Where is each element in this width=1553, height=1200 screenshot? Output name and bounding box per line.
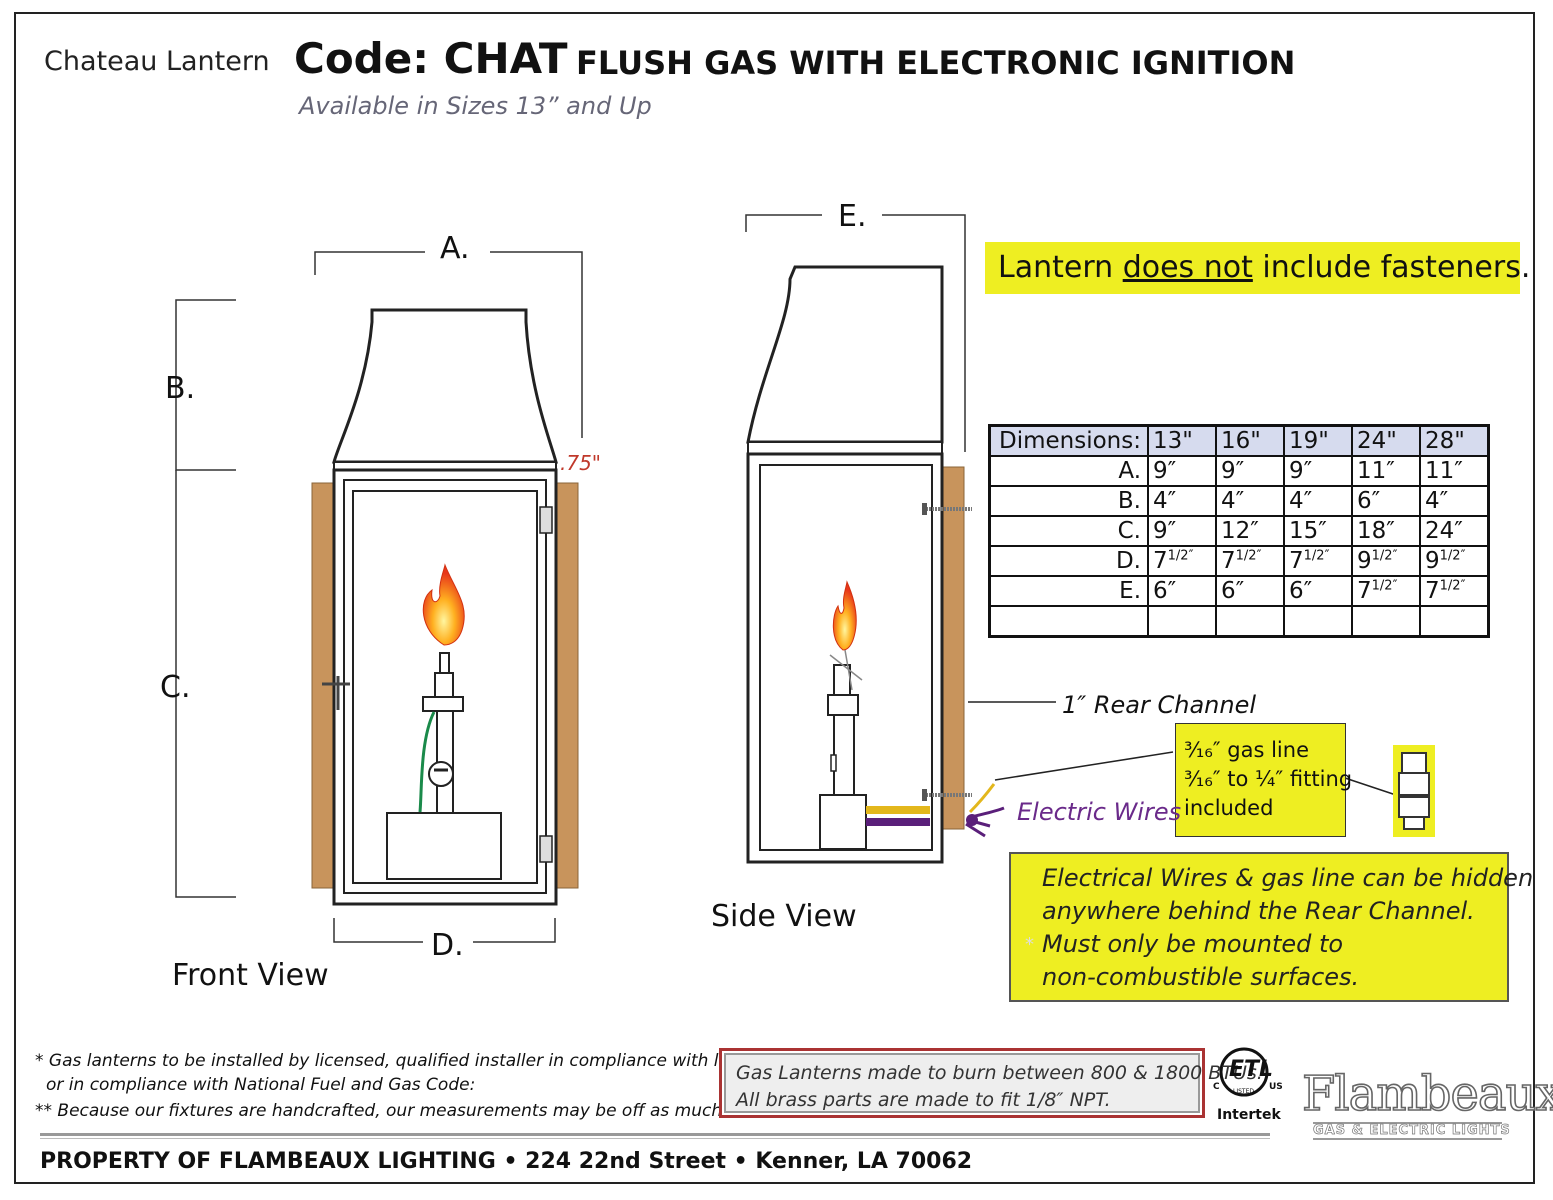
table-row: A. 9″ 9″ 9″ 11″ 11″	[988, 455, 1490, 487]
product-name: Chateau Lantern	[44, 46, 270, 77]
side-hood	[746, 265, 944, 444]
product-code: Code: CHAT	[294, 34, 568, 83]
available-sizes: Available in Sizes 13” and Up	[299, 92, 652, 120]
dimensions-table: Dimensions: 13" 16" 19" 24" 28" A. 9″ 9″…	[988, 424, 1490, 638]
btu-info-box: Gas Lanterns made to burn between 800 & …	[719, 1048, 1263, 1118]
footer-divider	[40, 1133, 1270, 1139]
dim-c-label: C.	[160, 670, 191, 705]
table-row	[988, 605, 1490, 638]
etl-listed: LISTED	[1233, 1088, 1254, 1095]
gas-fitting-icon	[1393, 745, 1435, 837]
front-view-label: Front View	[172, 958, 329, 993]
table-header-row: Dimensions: 13" 16" 19" 24" 28"	[988, 424, 1490, 457]
table-row: E. 6″ 6″ 6″ 71/2″ 71/2″	[988, 575, 1490, 607]
dim-b-bracket	[175, 299, 236, 471]
footnote-installer: * Gas lanterns to be installed by licens…	[35, 1051, 815, 1071]
dim-b-label: B.	[165, 371, 196, 406]
gas-line-callout: ³⁄₁₆″ gas line ³⁄₁₆″ to ¼″ fitting inclu…	[1175, 723, 1352, 837]
etl-listed-icon	[1219, 1047, 1269, 1097]
side-wood-channel	[941, 466, 965, 830]
dim-d-label: D.	[431, 928, 464, 963]
electric-wires-label: Electric Wires	[1017, 798, 1182, 826]
footnote-handcrafted: ** Because our fixtures are handcrafted,…	[35, 1101, 775, 1121]
flambeaux-tagline: GAS & ELECTRIC LIGHTS	[1313, 1122, 1511, 1140]
table-row: C. 9″ 12″ 15″ 18″ 24″	[988, 515, 1490, 547]
offset-label: .75"	[560, 451, 602, 475]
front-view-drawing	[175, 251, 583, 943]
table-row: D. 71/2″ 71/2″ 71/2″ 91/2″ 91/2″	[988, 545, 1490, 577]
property-line: PROPERTY OF FLAMBEAUX LIGHTING • 224 22n…	[40, 1149, 973, 1174]
page-frame	[14, 12, 1535, 1184]
gas-line-leader	[994, 751, 1174, 781]
etl-c: C	[1213, 1082, 1220, 1092]
dim-e-bracket	[745, 214, 966, 452]
flambeaux-logo: Flambeaux	[1301, 1065, 1553, 1123]
dim-a-label: A.	[440, 231, 470, 266]
notice-emphasis: does not	[1122, 250, 1253, 285]
front-hood	[332, 308, 558, 464]
side-flame	[832, 580, 857, 651]
side-view-label: Side View	[711, 899, 857, 934]
footnote-installer-cont: or in compliance with National Fuel and …	[46, 1075, 476, 1095]
intertek-label: Intertek	[1217, 1107, 1281, 1123]
dim-a-bracket	[314, 251, 583, 438]
product-type: FLUSH GAS WITH ELECTRONIC IGNITION	[576, 44, 1296, 82]
rear-channel-label: 1″ Rear Channel	[1062, 691, 1257, 719]
dim-e-label: E.	[838, 199, 867, 234]
etl-mark: ETL	[1229, 1057, 1274, 1082]
side-view-drawing	[745, 214, 1397, 864]
fasteners-notice: Lantern does not include fasteners.	[985, 242, 1530, 294]
dim-c-bracket	[175, 470, 236, 898]
dim-d-bracket	[333, 918, 556, 943]
mounting-warning: * Electrical Wires & gas line can be hid…	[1009, 852, 1533, 1002]
front-flame	[422, 563, 465, 646]
front-wood-right	[555, 482, 579, 889]
table-row: B. 4″ 4″ 4″ 6″ 4″	[988, 485, 1490, 517]
etl-us: US	[1269, 1082, 1283, 1092]
